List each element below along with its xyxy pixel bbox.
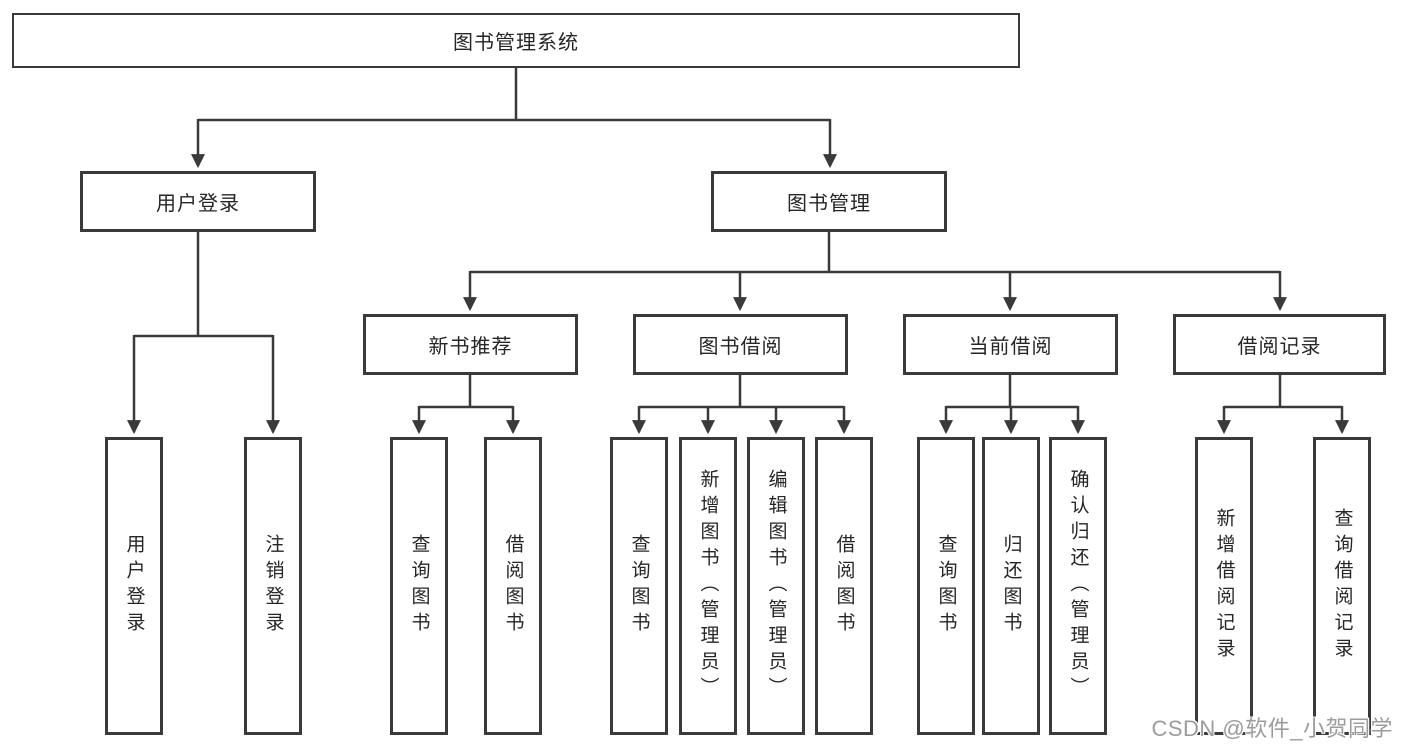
node-label: 借阅图书 xyxy=(833,534,855,638)
node-label: 注销登录 xyxy=(262,534,284,638)
node-label: 用户登录 xyxy=(156,193,240,215)
node-module-book-borrow: 图书借阅 xyxy=(633,314,848,375)
node-leaf-query-borrow-record: 查询借阅记录 xyxy=(1313,437,1371,735)
csdn-watermark: CSDN @软件_小贺同学 xyxy=(1151,716,1393,741)
connector-user-login-to-leaves xyxy=(127,232,280,435)
node-leaf-query-book: 查询图书 xyxy=(610,437,668,735)
node-leaf-add-borrow-record: 新增借阅记录 xyxy=(1195,437,1253,735)
connector-module1-to-leaves xyxy=(632,375,851,435)
node-label: 借阅记录 xyxy=(1237,336,1322,358)
node-leaf-borrow-book: 借阅图书 xyxy=(815,437,873,735)
node-label: 当前借阅 xyxy=(968,336,1053,358)
node-label: 借阅图书 xyxy=(502,534,524,638)
node-leaf-query-book: 查询图书 xyxy=(390,437,448,735)
connector-module0-to-leaves xyxy=(412,375,520,435)
node-label: 图书管理系统 xyxy=(453,32,579,54)
node-module-current-borrow: 当前借阅 xyxy=(903,314,1118,375)
node-leaf-edit-book-admin: 编辑图书（管理员） xyxy=(747,437,805,735)
node-leaf-logout: 注销登录 xyxy=(244,437,302,735)
node-user-login: 用户登录 xyxy=(80,171,316,232)
node-label: 查询图书 xyxy=(628,534,650,638)
node-leaf-user-login: 用户登录 xyxy=(105,437,163,735)
node-label: 查询图书 xyxy=(935,534,957,638)
connector-root-to-level2 xyxy=(191,68,837,169)
node-leaf-return-book: 归还图书 xyxy=(982,437,1040,735)
node-leaf-query-book: 查询图书 xyxy=(917,437,975,735)
node-system-root: 图书管理系统 xyxy=(12,13,1020,68)
node-label: 确认归还（管理员） xyxy=(1067,469,1089,703)
node-module-borrow-record: 借阅记录 xyxy=(1173,314,1386,375)
node-book-management: 图书管理 xyxy=(711,171,947,232)
node-label: 新增借阅记录 xyxy=(1213,508,1235,664)
node-label: 查询图书 xyxy=(408,534,430,638)
node-leaf-confirm-return-admin: 确认归还（管理员） xyxy=(1049,437,1107,735)
node-label: 图书借阅 xyxy=(698,336,783,358)
node-label: 用户登录 xyxy=(123,534,145,638)
connector-book-mgmt-to-modules xyxy=(463,232,1287,312)
node-label: 新增图书（管理员） xyxy=(697,469,719,703)
node-label: 新书推荐 xyxy=(428,336,513,358)
node-label: 查询借阅记录 xyxy=(1331,508,1353,664)
connector-module2-to-leaves xyxy=(939,375,1085,435)
node-leaf-add-book-admin: 新增图书（管理员） xyxy=(679,437,737,735)
node-leaf-borrow-book: 借阅图书 xyxy=(484,437,542,735)
connector-module3-to-leaves xyxy=(1217,375,1349,435)
node-label: 图书管理 xyxy=(787,193,871,215)
node-label: 归还图书 xyxy=(1000,534,1022,638)
node-module-new-book-recommend: 新书推荐 xyxy=(363,314,578,375)
node-label: 编辑图书（管理员） xyxy=(765,469,787,703)
